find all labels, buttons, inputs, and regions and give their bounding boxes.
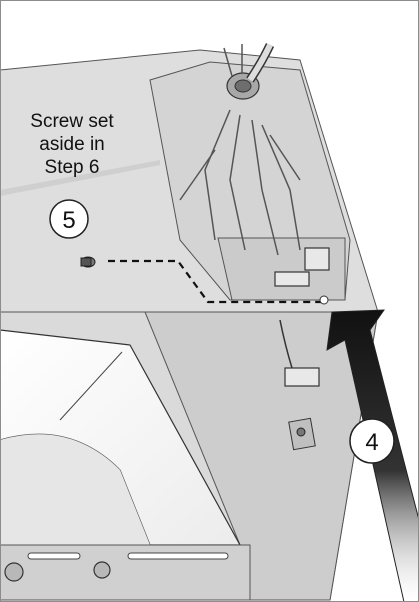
wiring-harness bbox=[179, 109, 301, 256]
hanging-plug bbox=[279, 319, 320, 387]
callout-5-label: 5 bbox=[62, 207, 75, 234]
callout-5: 5 bbox=[49, 199, 89, 239]
opening-shade bbox=[0, 434, 150, 545]
grommet-icon bbox=[223, 43, 275, 100]
callout-4-label: 4 bbox=[365, 429, 378, 456]
screw-note: Screw set aside in Step 6 bbox=[18, 110, 126, 179]
callout-4: 4 bbox=[349, 418, 395, 464]
rail-fastener bbox=[93, 561, 111, 579]
harness-connector-icon bbox=[274, 271, 310, 287]
screw-note-line: Step 6 bbox=[44, 157, 100, 178]
panel-edge bbox=[0, 160, 160, 196]
rail-slots bbox=[27, 552, 229, 560]
screw-hole bbox=[319, 295, 329, 305]
screw-note-line: aside in bbox=[39, 134, 105, 155]
harness-connector-icon bbox=[304, 247, 330, 271]
rail-fastener bbox=[4, 562, 24, 582]
screw-note-line: Screw set bbox=[30, 111, 114, 132]
screw-icon bbox=[80, 256, 96, 268]
opening-line bbox=[59, 351, 123, 421]
